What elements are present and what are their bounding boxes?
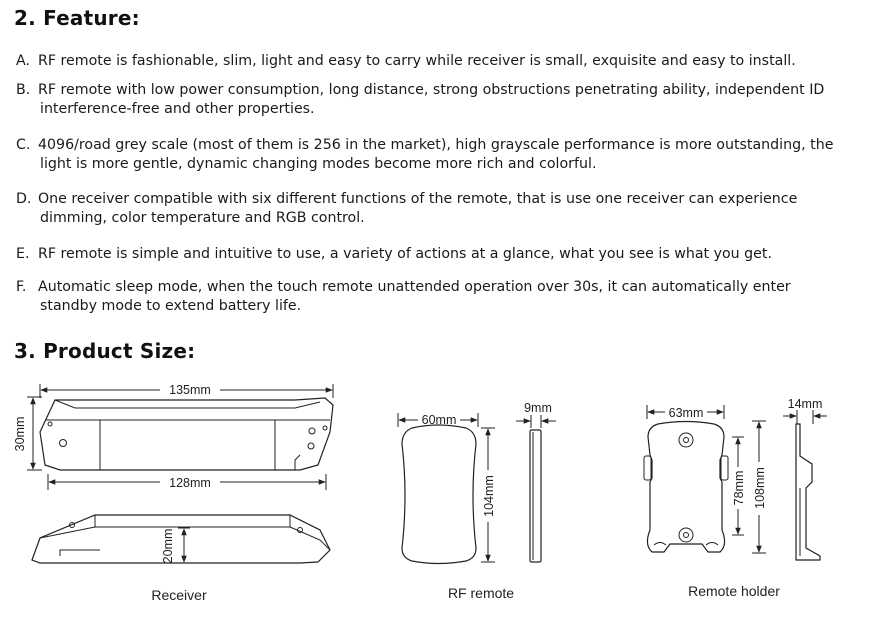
- receiver-caption: Receiver: [151, 587, 207, 603]
- remote-holder-inner-height-label: 78mm: [732, 471, 746, 506]
- feature-text: One receiver compatible with six differe…: [38, 191, 798, 207]
- feature-letter: B.: [16, 82, 31, 98]
- feature-item-c: C. 4096/road grey scale (most of them is …: [16, 136, 836, 174]
- size-heading: 3. Product Size:: [14, 339, 196, 363]
- feature-text: RF remote with low power consumption, lo…: [38, 82, 825, 98]
- rf-remote-caption: RF remote: [448, 585, 514, 601]
- feature-letter: E.: [16, 246, 30, 262]
- feature-letter: A.: [16, 53, 30, 69]
- feature-letter: D.: [16, 191, 32, 207]
- feature-letter: C.: [16, 137, 31, 153]
- receiver-inner-width-label: 128mm: [169, 476, 211, 490]
- remote-holder-thickness-label: 14mm: [788, 397, 823, 411]
- receiver-thickness-label: 20mm: [161, 529, 175, 564]
- feature-heading: 2. Feature:: [14, 6, 140, 30]
- remote-holder-drawing: 63mm 78mm 108mm 14mm Remote holder: [643, 397, 827, 599]
- feature-text: Automatic sleep mode, when the touch rem…: [38, 279, 791, 295]
- rf-remote-thickness-label: 9mm: [524, 401, 552, 415]
- rf-remote-width-label: 60mm: [422, 413, 457, 427]
- remote-holder-height-label: 108mm: [753, 467, 767, 509]
- receiver-width-label: 135mm: [169, 383, 211, 397]
- feature-item-b: B. RF remote with low power consumption, …: [16, 81, 836, 119]
- remote-holder-width-label: 63mm: [669, 406, 704, 420]
- product-size-drawings: 135mm 30mm 128mm 2: [13, 383, 827, 603]
- feature-text-continued: standby mode to extend battery life.: [40, 298, 302, 314]
- receiver-drawing: 135mm 30mm 128mm 2: [13, 383, 334, 603]
- feature-item-e: E. RF remote is simple and intuitive to u…: [16, 245, 836, 264]
- receiver-height-label: 30mm: [13, 417, 27, 452]
- feature-text: 4096/road grey scale (most of them is 25…: [38, 137, 834, 153]
- rf-remote-height-label: 104mm: [482, 475, 496, 517]
- feature-letter: F.: [16, 279, 27, 295]
- feature-text-continued: interference-free and other properties.: [40, 101, 315, 117]
- feature-text-continued: dimming, color temperature and RGB contr…: [40, 210, 365, 226]
- feature-text: RF remote is fashionable, slim, light an…: [38, 53, 796, 69]
- remote-holder-caption: Remote holder: [688, 583, 780, 599]
- feature-item-f: F. Automatic sleep mode, when the touch r…: [16, 278, 836, 316]
- feature-text: RF remote is simple and intuitive to use…: [38, 246, 772, 262]
- feature-text-continued: light is more gentle, dynamic changing m…: [40, 156, 597, 172]
- feature-item-d: D. One receiver compatible with six diffe…: [16, 190, 836, 228]
- feature-item-a: A. RF remote is fashionable, slim, light …: [16, 52, 836, 71]
- rf-remote-drawing: 60mm 104mm 9mm RF remote: [397, 401, 556, 601]
